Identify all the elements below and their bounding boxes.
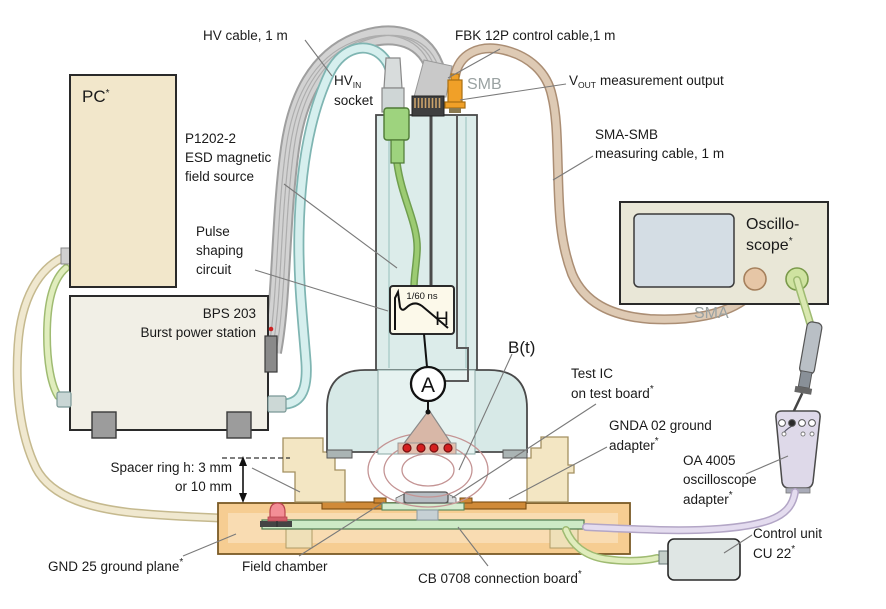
- bps-label: BPS 203 Burst power station: [140, 306, 256, 341]
- hv-in-socket: [383, 107, 410, 164]
- bps-indicator-led: [268, 326, 274, 332]
- bps-hv-port: [267, 395, 287, 413]
- oa4005-label: OA 4005 oscilloscope adapter*: [683, 453, 757, 508]
- pc-label: PC*: [82, 87, 110, 106]
- oa-adapter-cable: [582, 488, 799, 535]
- control-unit-cable: [562, 526, 661, 565]
- sma-smb-cable: [450, 43, 761, 325]
- gnd25-label: GND 25 ground plane*: [48, 557, 184, 574]
- internal-wires: [393, 115, 469, 382]
- oscilloscope-screen: [633, 213, 735, 288]
- fbk-connector: [411, 95, 445, 117]
- test-ic-label: Test IC on test board*: [571, 366, 654, 402]
- ammeter-label: A: [421, 374, 435, 397]
- field-coil-cone: [397, 408, 457, 455]
- pulse-h-label: H: [435, 309, 449, 330]
- cb0708-label: CB 0708 connection board*: [418, 569, 582, 586]
- hv-plug: [381, 57, 405, 113]
- probe-cable: [793, 276, 814, 327]
- ground-plane-cable: [12, 251, 224, 523]
- control-unit-label: Control unit CU 22*: [753, 526, 823, 562]
- cb0708-connection-board: [260, 519, 585, 530]
- field-chamber-label: Field chamber: [242, 559, 328, 574]
- vout-main: V: [569, 73, 579, 88]
- sma-smb-cable-label: SMA-SMB measuring cable, 1 m: [595, 127, 725, 162]
- bt-field-label: B(t): [508, 338, 536, 357]
- spacer-ring-right: [526, 436, 575, 503]
- pulse-circuit-label: Pulse shaping circuit: [196, 224, 244, 278]
- ammeter: [409, 333, 447, 415]
- bps-ribbon-port: [264, 335, 278, 373]
- pulse-shaping-circuit: [389, 285, 455, 335]
- spacer-height-dimension: [222, 456, 290, 503]
- bps-foot-left: [91, 411, 117, 439]
- gnda-label: GNDA 02 ground adapter*: [609, 418, 712, 454]
- smb-label: SMB: [467, 76, 502, 93]
- smb-connector: [444, 73, 466, 113]
- fbk-cable-label: FBK 12P control cable,1 m: [455, 28, 616, 43]
- leader-lines: [182, 39, 789, 567]
- oscilloscope-probe: [791, 321, 823, 415]
- hv-cable: [272, 42, 397, 410]
- pc-bps-cable: [42, 264, 70, 403]
- hvin-socket-label: HVIN socket: [334, 73, 374, 109]
- oa4005-adapter: [775, 410, 821, 494]
- bps-left-port: [56, 391, 72, 408]
- fbk-ribbon-cable: [262, 25, 453, 354]
- head-base-left: [326, 449, 353, 459]
- p1202-label: P1202-2 ESD magnetic field source: [185, 131, 272, 185]
- oscilloscope-label: Oscillo- scope*: [746, 216, 800, 255]
- sma-label: SMA: [694, 305, 729, 322]
- vout-sub: OUT: [578, 80, 596, 90]
- pulse-time-label: 1/60 ns: [406, 291, 437, 302]
- vout-rest: measurement output: [599, 73, 724, 88]
- spacer-ring-label: Spacer ring h: 3 mm or 10 mm: [110, 460, 232, 495]
- sma-input-connector: [743, 267, 767, 291]
- pc-box: [69, 74, 177, 288]
- head-base-right: [502, 449, 528, 459]
- pulse-waveform: [394, 288, 449, 330]
- bps-foot-right: [226, 411, 252, 439]
- cu22-control-unit: [658, 538, 741, 581]
- ground-plane-inset-left: [285, 527, 313, 549]
- oscilloscope-box: [619, 201, 829, 305]
- bps-box: [56, 295, 287, 439]
- led-indicator: [267, 502, 288, 527]
- hv-cable-label: HV cable, 1 m: [203, 28, 288, 43]
